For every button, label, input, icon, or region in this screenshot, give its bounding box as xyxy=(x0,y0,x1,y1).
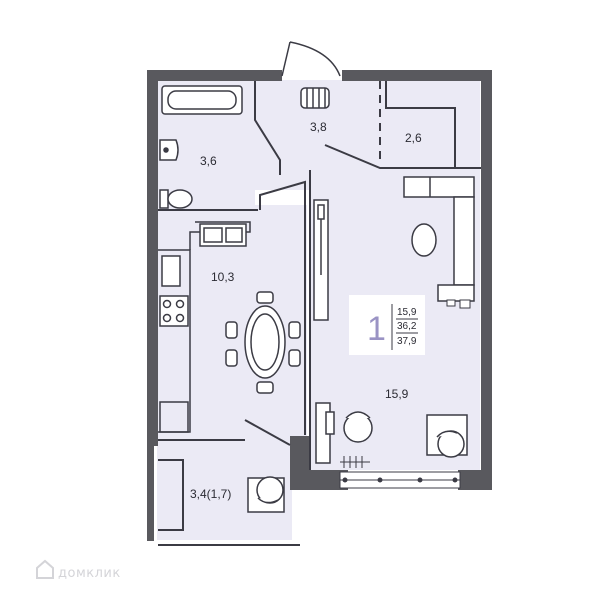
label-hallway: 3,8 xyxy=(310,120,327,134)
badge-bg xyxy=(349,295,425,355)
sink-icon xyxy=(159,139,179,161)
tv-icon xyxy=(313,199,329,321)
radiator-living xyxy=(340,456,370,468)
side-decor xyxy=(446,299,471,309)
balcony-chair xyxy=(247,476,285,513)
wall-balcony-left xyxy=(147,436,154,541)
wall-pillar xyxy=(290,436,310,490)
armchair-icon xyxy=(426,414,468,458)
bathtub-icon xyxy=(161,85,243,115)
label-balcony: 3,4(1,7) xyxy=(190,487,231,501)
sofa-icon xyxy=(403,176,475,302)
wall-bottom-living xyxy=(300,470,348,490)
wall-bottom-right xyxy=(458,470,492,490)
label-living: 15,9 xyxy=(385,387,409,401)
balcony-rail xyxy=(158,459,184,531)
badge-living-area: 15,9 xyxy=(397,307,417,318)
fridge xyxy=(161,255,181,287)
wall-top-right xyxy=(342,70,492,81)
kitchen-sink-icon xyxy=(199,223,247,247)
label-bathroom: 3,6 xyxy=(200,154,217,168)
wall-kitchen-hall xyxy=(259,180,306,435)
toilet-icon xyxy=(159,189,193,209)
stove-icon xyxy=(159,295,189,327)
wall-living-top xyxy=(324,144,481,169)
interior-walls xyxy=(158,81,481,546)
badge-rooms-count: 1 xyxy=(367,310,386,348)
label-kitchen: 10,3 xyxy=(211,270,235,284)
wall-left xyxy=(147,70,158,446)
window xyxy=(339,471,461,489)
entrance-door xyxy=(281,41,341,77)
table-icon xyxy=(244,305,286,379)
wall-bath-hall xyxy=(254,81,281,175)
floor-wardrobe xyxy=(380,80,480,170)
house-logo-icon xyxy=(36,559,54,579)
badge-total-area: 36,2 xyxy=(397,321,417,332)
coffee-table xyxy=(411,223,437,257)
oven xyxy=(159,401,189,433)
badge-total-with-balcony: 37,9 xyxy=(397,336,417,347)
exterior-walls xyxy=(147,70,492,541)
watermark-text: домклик xyxy=(58,566,121,581)
chair-icon xyxy=(225,291,301,394)
label-wardrobe: 2,6 xyxy=(405,131,422,145)
wall-wardrobe xyxy=(385,81,456,168)
balcony-door xyxy=(244,419,291,446)
area-badge: 1 15,9 36,2 37,9 xyxy=(349,295,425,355)
desk-icon xyxy=(315,402,373,464)
radiator-icon xyxy=(300,87,330,109)
watermark: домклик xyxy=(36,559,121,581)
wall-top-left xyxy=(147,70,282,81)
wall-right xyxy=(481,70,492,490)
